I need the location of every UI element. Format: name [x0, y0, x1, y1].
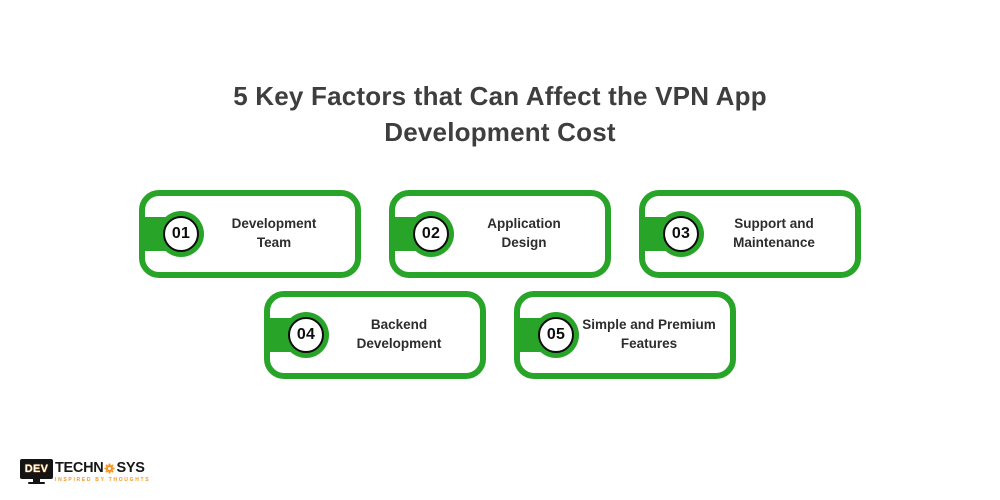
factor-number-badge: 02 — [413, 216, 449, 252]
title-line-1: 5 Key Factors that Can Affect the VPN Ap… — [233, 81, 767, 111]
factor-card-3: 03 Support and Maintenance — [639, 190, 861, 278]
factor-card-5: 05 Simple and Premium Features — [514, 291, 736, 379]
factor-label: Application Design — [487, 216, 561, 250]
factor-card-1: 01 Development Team — [139, 190, 361, 278]
factor-number-badge: 05 — [538, 317, 574, 353]
logo-tagline: INSPIRED BY THOUGHTS — [55, 476, 151, 483]
logo-dev-text: DEV — [24, 462, 49, 475]
factor-number-badge: 03 — [663, 216, 699, 252]
logo-name-part2: SYS — [116, 460, 145, 476]
factor-label: Development Team — [231, 216, 317, 250]
logo-name-part1: TECHN — [55, 460, 104, 476]
factor-label: Backend Development — [356, 317, 442, 351]
logo-wordmark: TECHN SYS — [55, 461, 150, 476]
factor-number-badge: 04 — [288, 317, 324, 353]
title-line-2: Development Cost — [384, 117, 616, 147]
dev-technosys-logo: DEV TECHN SYS INSPIRED — [20, 459, 150, 484]
factor-number-badge: 01 — [163, 216, 199, 252]
gear-icon — [104, 463, 115, 474]
factor-label: Support and Maintenance — [733, 216, 815, 250]
monitor-icon: DEV — [20, 459, 53, 484]
factor-label: Simple and Premium Features — [582, 317, 716, 351]
factor-card-4: 04 Backend Development — [264, 291, 486, 379]
infographic-title: 5 Key Factors that Can Affect the VPN Ap… — [0, 78, 1000, 150]
factor-card-2: 02 Application Design — [389, 190, 611, 278]
